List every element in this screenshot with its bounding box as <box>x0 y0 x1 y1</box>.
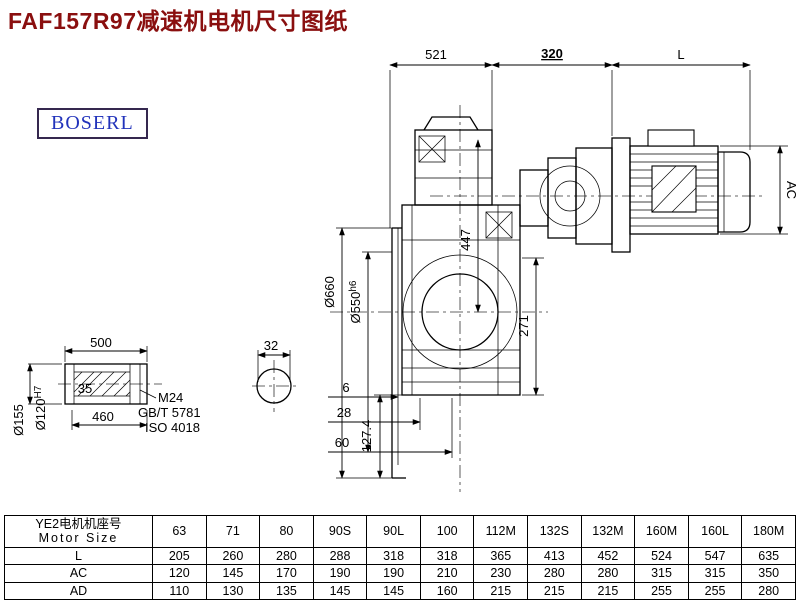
thread-callout-label: M24 <box>158 390 183 405</box>
motor-size-header-cn: YE2电机机座号 <box>35 517 122 531</box>
table-cell: 280 <box>259 546 314 566</box>
dia-120-tolerance: H7 <box>33 385 44 398</box>
dim-60-label: 60 <box>335 435 349 450</box>
dim-35-label: 35 <box>78 381 92 396</box>
table-cell: 280 <box>580 564 636 583</box>
brand-logo-text: BOSERL <box>51 112 134 134</box>
dia-550-tolerance: h6 <box>348 280 359 292</box>
dia-550-label: Ø550h6 <box>348 280 363 323</box>
dia-550-value: Ø550 <box>348 292 363 324</box>
table-cell: 260 <box>205 546 261 566</box>
table-cell: 135 <box>259 581 314 600</box>
frame-size-column-header: 90S <box>312 515 368 548</box>
table-cell: 215 <box>580 581 636 600</box>
table-cell: 130 <box>205 581 261 600</box>
dim-521-label: 521 <box>425 47 447 62</box>
table-cell: 524 <box>634 546 689 566</box>
frame-size-column-header: 112M <box>473 515 529 548</box>
standard-gb-label: GB/T 5781 <box>138 405 201 420</box>
table-cell: 350 <box>741 564 796 583</box>
dim-320-label: 320 <box>541 46 563 61</box>
dim-460-label: 460 <box>92 409 114 424</box>
dim-32-label: 32 <box>264 338 278 353</box>
table-cell: 210 <box>419 564 475 583</box>
table-cell: 145 <box>205 564 261 583</box>
top-dimensions: 521 320 L <box>389 46 751 228</box>
ac-dimension: AC <box>720 145 799 235</box>
dia-155-label: Ø155 <box>11 404 26 436</box>
row-label: AC <box>4 564 153 583</box>
table-cell: 547 <box>687 546 743 566</box>
frame-size-column-header: 100 <box>419 515 475 548</box>
frame-size-column-header: 90L <box>366 515 421 548</box>
table-cell: 280 <box>527 564 582 583</box>
table-cell: 318 <box>366 546 421 566</box>
shaft-detail: 500 35 460 Ø155 Ø120H7 M24 GB/T 5781 ISO… <box>11 335 201 436</box>
dim-L-label: L <box>677 47 684 62</box>
frame-size-column-header: 160M <box>634 515 689 548</box>
frame-size-column-header: 160L <box>687 515 743 548</box>
dim-6-label: 6 <box>342 380 349 395</box>
table-cell: 190 <box>366 564 421 583</box>
flange-dimensions: Ø660 Ø550h6 127.4 6 28 60 <box>322 227 453 479</box>
table-cell: 255 <box>634 581 689 600</box>
dia-120-value: Ø120 <box>33 398 48 430</box>
table-cell: 452 <box>580 546 636 566</box>
frame-size-column-header: 80 <box>259 515 314 548</box>
dim-AC-label: AC <box>784 181 799 199</box>
frame-size-column-header: 132M <box>580 515 636 548</box>
fan-cover <box>717 151 751 233</box>
terminal-box <box>647 129 695 147</box>
dia-120-label: Ø120H7 <box>33 385 48 430</box>
dim-447-label: 447 <box>458 229 473 251</box>
brand-logo: BOSERL <box>37 108 148 139</box>
table-cell: 215 <box>473 581 529 600</box>
table-cell: 120 <box>152 564 207 583</box>
motor-size-header-en: Motor Size <box>38 531 119 546</box>
page-title: FAF157R97减速机电机尺寸图纸 <box>8 8 349 34</box>
table-cell: 205 <box>152 546 207 566</box>
frame-size-column-header: 180M <box>741 515 796 548</box>
table-cell: 110 <box>152 581 207 600</box>
table-cell: 215 <box>527 581 582 600</box>
row-label: L <box>4 546 153 566</box>
frame-size-column-header: 71 <box>205 515 261 548</box>
table-cell: 170 <box>259 564 314 583</box>
motor <box>519 129 751 253</box>
table-cell: 230 <box>473 564 529 583</box>
frame-size-column-header: 63 <box>152 515 207 548</box>
housing-dimensions: 447 271 <box>458 139 544 396</box>
table-cell: 145 <box>312 581 368 600</box>
table-cell: 255 <box>687 581 743 600</box>
row-label: AD <box>4 581 153 600</box>
table-cell: 145 <box>366 581 421 600</box>
table-cell: 280 <box>741 581 796 600</box>
key-section-detail: 32 <box>256 338 292 404</box>
table-cell: 365 <box>473 546 529 566</box>
table-cell: 635 <box>741 546 796 566</box>
frame-size-column-header: 132S <box>527 515 582 548</box>
table-cell: 288 <box>312 546 368 566</box>
dim-28-label: 28 <box>337 405 351 420</box>
gearbox-housing <box>391 116 521 479</box>
dia-660-label: Ø660 <box>322 276 337 308</box>
standard-iso-label: ISO 4018 <box>145 420 200 435</box>
dim-127-label: 127.4 <box>359 420 374 453</box>
table-cell: 160 <box>419 581 475 600</box>
dim-500-label: 500 <box>90 335 112 350</box>
table-cell: 190 <box>312 564 368 583</box>
table-cell: 318 <box>419 546 475 566</box>
table-cell: 315 <box>687 564 743 583</box>
table-cell: 413 <box>527 546 582 566</box>
table-cell: 315 <box>634 564 689 583</box>
dim-271-label: 271 <box>516 315 531 337</box>
